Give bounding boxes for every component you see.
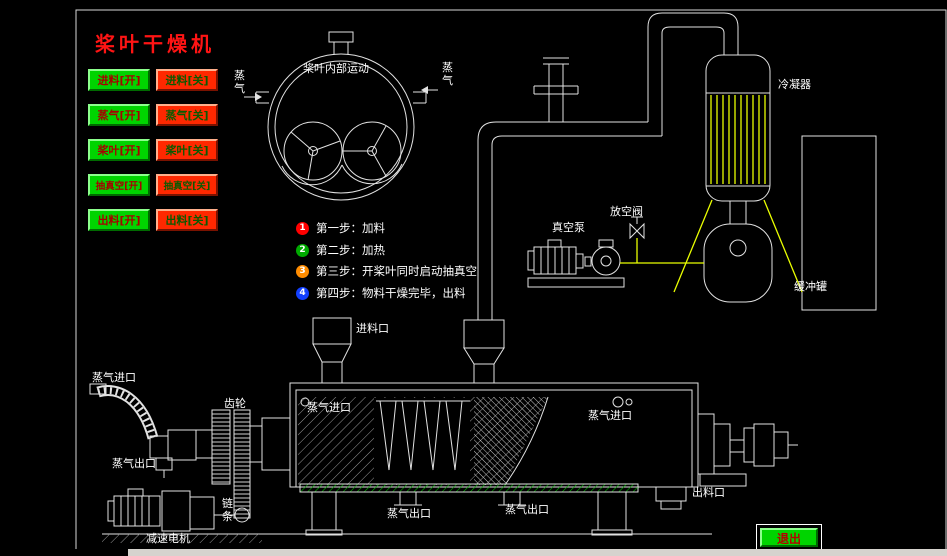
- vacuum-pump-drawing: [527, 239, 625, 288]
- label-vessel-motion: 桨叶内部运动: [303, 62, 369, 75]
- label-buffer-tank: 缓冲罐: [794, 280, 827, 293]
- feed-hopper: [312, 317, 352, 383]
- left-drive-train: [89, 383, 291, 519]
- label-chain: 链条: [222, 497, 233, 523]
- label-vent-valve: 放空阀: [610, 205, 643, 218]
- label-discharge-outlet: 出料口: [692, 486, 725, 499]
- label-steam-inlet-right: 蒸气进口: [588, 409, 632, 422]
- label-steam-inlet-hose: 蒸气进口: [92, 371, 136, 384]
- steam-on-button[interactable]: 蒸气[开]: [88, 104, 150, 126]
- feed-on-button[interactable]: 进料[开]: [88, 69, 150, 91]
- step-2-text: 第二步：加热: [316, 243, 385, 257]
- exit-button-frame: 退出: [756, 524, 822, 551]
- discharge-chute: [655, 486, 687, 510]
- label-gear-motor: 减速电机: [146, 532, 190, 545]
- label-steam-outlet-b-right: 蒸气出口: [505, 503, 549, 516]
- step-2: 2 第二步：加热: [296, 242, 385, 258]
- step-3: 3 第三步：开桨叶同时启动抽真空: [296, 263, 477, 279]
- label-steam-right: 蒸气: [442, 61, 453, 87]
- label-steam-left: 蒸气: [234, 69, 245, 95]
- step-4-badge: 4: [296, 286, 309, 300]
- window-bottom-edge: [128, 549, 947, 556]
- step-1-badge: 1: [296, 221, 309, 235]
- vapor-dome: [463, 319, 505, 383]
- discharge-off-button[interactable]: 出料[关]: [156, 209, 218, 231]
- label-feed-inlet: 进料口: [356, 322, 389, 335]
- vacuum-off-button[interactable]: 抽真空[关]: [156, 174, 218, 196]
- steam-off-button[interactable]: 蒸气[关]: [156, 104, 218, 126]
- vacuum-on-button[interactable]: 抽真空[开]: [88, 174, 150, 196]
- gear-motor-drawing: [102, 488, 712, 543]
- vapor-pipe: [477, 12, 739, 320]
- label-gear: 齿轮: [224, 397, 246, 410]
- discharge-on-button[interactable]: 出料[开]: [88, 209, 150, 231]
- step-2-badge: 2: [296, 243, 309, 257]
- window-frame: [75, 9, 947, 549]
- page-title: 桨叶干燥机: [95, 32, 215, 56]
- right-drive-end: [697, 413, 798, 487]
- step-1: 1 第一步：加料: [296, 220, 385, 236]
- dryer-body: [289, 382, 699, 493]
- label-steam-inlet-left: 蒸气进口: [307, 401, 351, 414]
- paddle-off-button[interactable]: 桨叶[关]: [156, 139, 218, 161]
- yellow-piping: [620, 95, 803, 293]
- buffer-tank-vessel: [703, 223, 773, 303]
- step-1-text: 第一步：加料: [316, 221, 385, 235]
- vent-valve-symbol: [629, 216, 645, 240]
- control-panel: 进料[开] 进料[关] 蒸气[开] 蒸气[关] 桨叶[开] 桨叶[关] 抽真空[…: [88, 69, 218, 231]
- label-steam-outlet-b-left: 蒸气出口: [387, 507, 431, 520]
- paddle-vessel-section: [244, 31, 438, 201]
- step-3-badge: 3: [296, 264, 309, 278]
- label-condenser: 冷凝器: [778, 78, 811, 91]
- bottom-steam-outlets: [394, 492, 526, 506]
- step-3-text: 第三步：开桨叶同时启动抽真空: [316, 264, 477, 278]
- support-legs: [305, 491, 633, 536]
- support-frame: [801, 135, 877, 311]
- step-4-text: 第四步：物料干燥完毕，出料: [316, 286, 466, 300]
- steam-arrows: [255, 86, 428, 101]
- condenser-vessel: [705, 54, 771, 224]
- label-vacuum-pump: 真空泵: [552, 221, 585, 234]
- exit-button[interactable]: 退出: [760, 528, 818, 547]
- step-4: 4 第四步：物料干燥完毕，出料: [296, 285, 466, 301]
- feed-off-button[interactable]: 进料[关]: [156, 69, 218, 91]
- paddle-on-button[interactable]: 桨叶[开]: [88, 139, 150, 161]
- label-steam-outlet-shaft: 蒸气出口: [112, 457, 156, 470]
